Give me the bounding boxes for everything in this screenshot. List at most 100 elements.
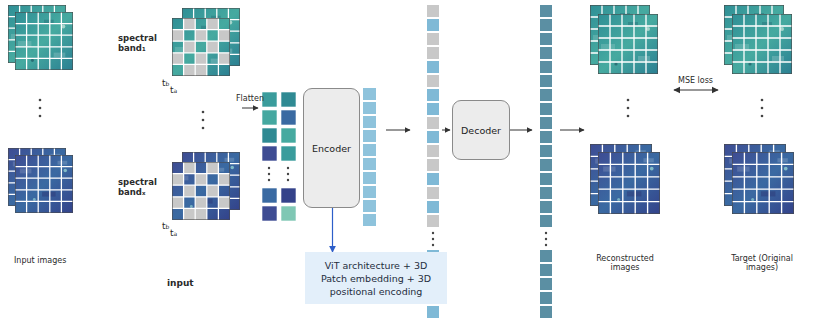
masked-band-stack-part xyxy=(172,162,230,220)
patch-tokens-part xyxy=(262,110,277,125)
time-label: tb xyxy=(162,79,169,88)
decoded-tokens-part xyxy=(540,250,552,262)
encoded-tokens-part xyxy=(363,158,376,170)
masked-band-stack-part-part xyxy=(202,119,205,122)
input-image-stack-part-part xyxy=(39,99,42,102)
band-label: spectral band₁ xyxy=(118,34,166,54)
decoded-tokens-part xyxy=(540,47,552,59)
time-label: ta xyxy=(170,86,177,95)
full-token-sequence-part xyxy=(427,5,439,17)
decoded-tokens-part xyxy=(540,292,552,304)
patch-tokens-part xyxy=(262,206,277,221)
encoder-box: Encoder xyxy=(303,88,360,208)
decoded-tokens-part-part xyxy=(545,244,547,246)
input-image-stack-part xyxy=(15,12,73,70)
caption-label: Input images xyxy=(14,256,66,265)
caption-label: Reconstructed images xyxy=(588,254,662,272)
loss-arrow xyxy=(674,89,718,90)
reconstructed-image-stack-part-part xyxy=(627,99,630,102)
full-token-sequence-part xyxy=(427,306,439,318)
decoded-tokens-part-part xyxy=(545,238,547,240)
encoded-tokens-part xyxy=(363,200,376,212)
full-token-sequence-part xyxy=(427,19,439,31)
decoded-tokens-part xyxy=(540,19,552,31)
ellipsis-dots-part xyxy=(268,173,270,175)
patch-tokens-part xyxy=(281,92,296,107)
step-label: Flatten xyxy=(236,94,264,103)
full-token-sequence-part xyxy=(427,187,439,199)
full-token-sequence-part xyxy=(427,201,439,213)
patch-tokens-part xyxy=(262,146,277,161)
decoded-tokens-part xyxy=(540,117,552,129)
masked-band-stack-part-part xyxy=(202,127,205,130)
encoded-tokens-part xyxy=(363,172,376,184)
full-token-sequence-part-part xyxy=(432,238,434,240)
flow-arrow xyxy=(560,130,584,131)
decoded-tokens-part xyxy=(540,89,552,101)
target-image-stack-part xyxy=(732,14,792,74)
patch-tokens-part xyxy=(281,146,296,161)
decoded-tokens-part xyxy=(540,145,552,157)
full-token-sequence-part xyxy=(432,232,434,246)
full-token-sequence-part xyxy=(427,117,439,129)
reconstructed-image-stack-part-part xyxy=(627,115,630,118)
ellipsis-dots-part xyxy=(268,179,270,181)
caption-label: Target (Original images) xyxy=(719,254,805,272)
masked-band-stack-part xyxy=(172,18,230,76)
decoded-tokens-part xyxy=(540,75,552,87)
target-image-stack-part xyxy=(761,99,764,118)
decoded-tokens-part xyxy=(540,173,552,185)
patch-tokens-part xyxy=(281,206,296,221)
decoded-tokens-part xyxy=(540,131,552,143)
full-token-sequence-part xyxy=(427,47,439,59)
connector-arrow xyxy=(332,208,333,252)
decoded-tokens-part xyxy=(540,5,552,17)
time-label: tb xyxy=(162,222,169,231)
target-image-stack-part xyxy=(732,152,794,214)
input-image-stack xyxy=(8,5,73,213)
encoded-tokens-part xyxy=(363,214,376,226)
decoder-box: Decoder xyxy=(452,100,510,160)
encoded-tokens-part xyxy=(363,144,376,156)
ellipsis-dots-part xyxy=(287,179,289,181)
ellipsis-dots xyxy=(268,167,289,181)
decoded-tokens-part xyxy=(540,306,552,318)
reconstructed-image-stack-part xyxy=(627,99,630,118)
encoded-tokens-part xyxy=(363,102,376,114)
input-image-stack-part xyxy=(15,155,73,213)
full-token-sequence-part-part xyxy=(432,244,434,246)
decoded-tokens-part xyxy=(540,159,552,171)
node-text: Encoder xyxy=(312,143,351,154)
band-label: spectral bandₓ xyxy=(118,178,166,198)
encoded-tokens-part xyxy=(363,116,376,128)
target-image-stack xyxy=(724,5,794,214)
decoded-tokens-part xyxy=(545,232,547,246)
input-image-stack-part-part xyxy=(39,115,42,118)
full-token-sequence-part-part xyxy=(432,232,434,234)
decoded-tokens-part-part xyxy=(545,232,547,234)
decoded-tokens-part xyxy=(540,61,552,73)
decoded-tokens-part xyxy=(540,33,552,45)
reconstructed-image-stack-part xyxy=(598,152,660,214)
reconstructed-image-stack xyxy=(590,5,660,214)
flow-arrow xyxy=(386,130,410,131)
decoded-tokens xyxy=(540,5,552,318)
encoded-tokens xyxy=(363,88,376,226)
decoded-tokens-part xyxy=(540,264,552,276)
flow-arrow xyxy=(509,130,532,131)
input-image-stack-part-part xyxy=(39,107,42,110)
ellipsis-dots-part xyxy=(287,173,289,175)
full-token-sequence-part xyxy=(427,173,439,185)
full-token-sequence-part xyxy=(427,131,439,143)
encoded-tokens-part xyxy=(363,186,376,198)
flow-arrow xyxy=(442,130,450,131)
time-label: ta xyxy=(170,229,177,238)
decoded-tokens-part xyxy=(540,215,552,227)
node-text: ViT architecture + 3D Patch embedding + … xyxy=(313,259,439,298)
patch-tokens-part xyxy=(262,92,277,107)
caption-label: input xyxy=(167,278,194,288)
decoded-tokens-part xyxy=(540,201,552,213)
full-token-sequence-part xyxy=(427,33,439,45)
decoded-tokens-part xyxy=(540,187,552,199)
reconstructed-image-stack-part xyxy=(598,14,658,74)
